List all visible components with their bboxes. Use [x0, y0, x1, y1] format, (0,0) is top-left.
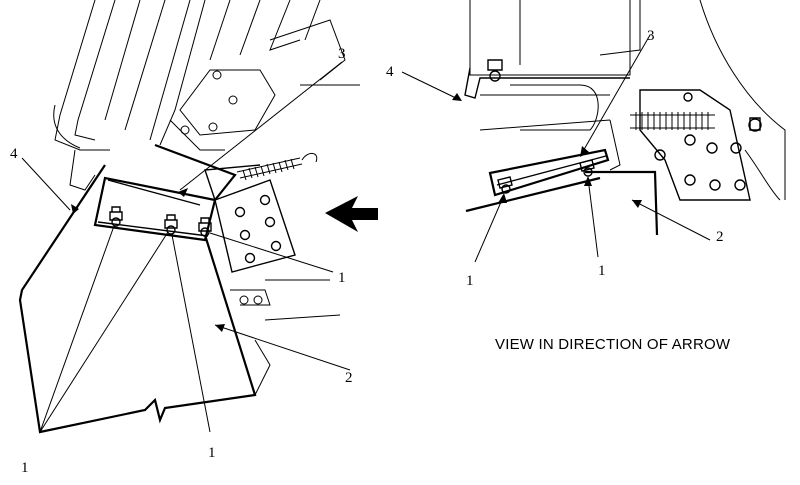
callout-1-right: 1: [338, 270, 346, 286]
spring-left: [236, 153, 318, 181]
vehicle-frame-right: [469, 0, 786, 201]
spring-right: [630, 112, 715, 130]
right-view: 1 1 2 3 4 VIEW IN DIRECTION OF ARROW: [386, 0, 786, 353]
splash-shield-left: [18, 143, 257, 434]
callout-4: 4: [10, 146, 18, 162]
leader-arrowhead-r2: [632, 200, 642, 208]
leader-lines-right: [401, 34, 711, 263]
callout-r1-left: 1: [466, 273, 474, 289]
callout-r4: 4: [386, 64, 394, 80]
callout-r1-right: 1: [598, 263, 606, 279]
bolt-right-1: [497, 176, 513, 194]
callout-1-bottom-mid: 1: [208, 445, 216, 461]
leader-arrowhead-3: [178, 188, 188, 197]
mounting-bracket-right: [639, 89, 762, 201]
callout-3: 3: [338, 46, 346, 62]
bolt-left-1: [109, 206, 123, 227]
leader-arrowhead-r3: [580, 146, 589, 157]
left-view: 1 1 1 2 3 4: [10, 0, 360, 476]
leader-arrowhead-2: [215, 324, 225, 332]
leader-arrowhead-r4: [452, 93, 462, 101]
callout-r2: 2: [716, 229, 724, 245]
retainer-strip-left: [93, 176, 217, 242]
leader-arrowhead-r1b: [584, 176, 592, 186]
bolt-left-2: [164, 214, 178, 235]
leader-arrowhead-r1a: [498, 193, 507, 203]
callout-2: 2: [345, 370, 353, 386]
leader-lines-left: [21, 61, 351, 433]
bolt-left-3: [198, 217, 212, 237]
vehicle-frame-left: [53, 0, 360, 396]
leader-arrowhead-4: [71, 204, 79, 214]
upper-bracket-right: [464, 59, 630, 99]
callout-r3: 3: [647, 28, 655, 44]
callout-1-bottom-left: 1: [21, 460, 29, 476]
view-caption: VIEW IN DIRECTION OF ARROW: [495, 336, 731, 353]
splash-shield-right: [465, 170, 659, 236]
view-direction-arrow: [325, 196, 378, 232]
